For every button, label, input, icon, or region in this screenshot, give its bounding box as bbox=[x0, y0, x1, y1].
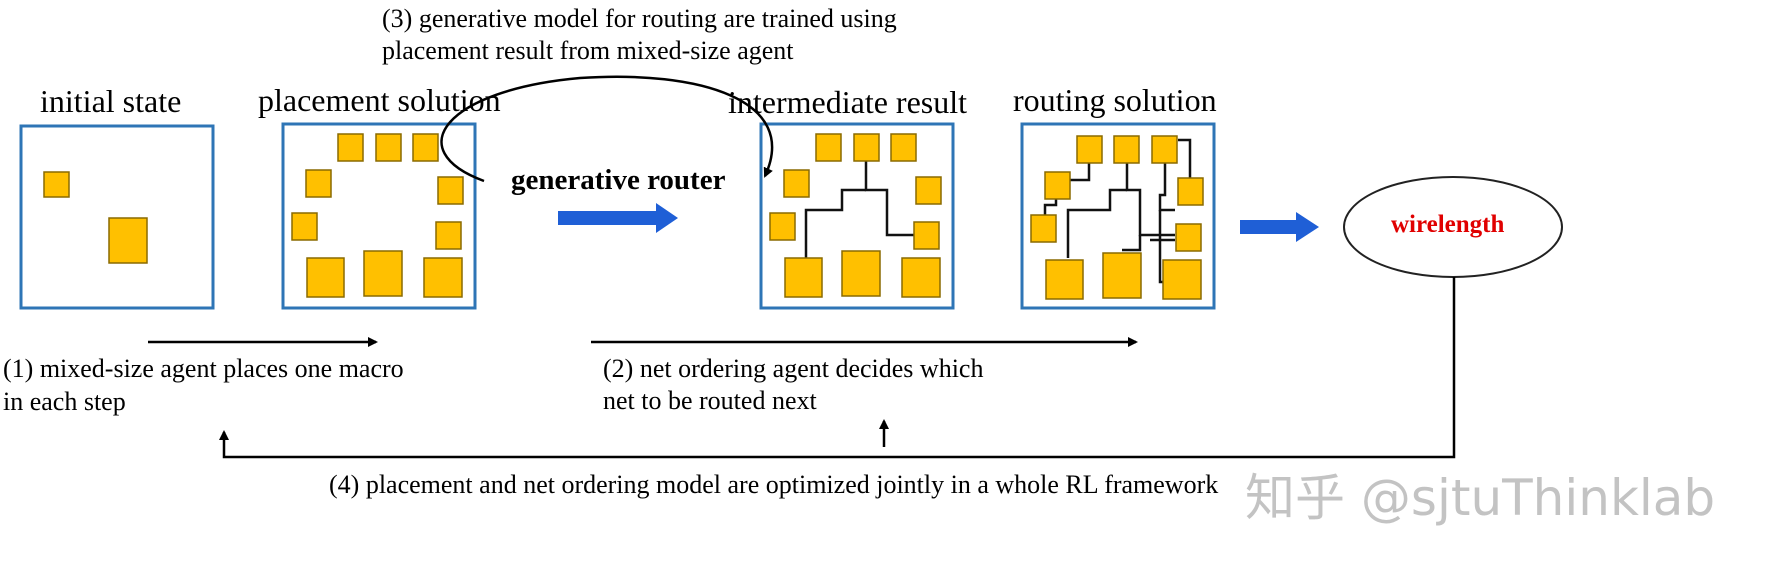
macro bbox=[769, 212, 796, 241]
placement-solution-frame bbox=[281, 122, 477, 310]
intermediate-result-frame bbox=[759, 122, 955, 310]
initial-macros bbox=[43, 171, 148, 264]
macro bbox=[1076, 135, 1103, 164]
routing-wires bbox=[1043, 138, 1192, 284]
macro bbox=[815, 133, 842, 162]
macro bbox=[915, 176, 942, 205]
metric-arrow-icon bbox=[1240, 212, 1319, 242]
macro bbox=[1177, 177, 1204, 206]
step3-note-line2: placement result from mixed-size agent bbox=[382, 36, 794, 65]
watermark: 知乎 @sjtuThinklab bbox=[1245, 469, 1716, 527]
macro bbox=[108, 217, 148, 264]
macro bbox=[1175, 223, 1202, 252]
training-curve-arrow bbox=[440, 75, 774, 183]
routing-solution-title: routing solution bbox=[1013, 82, 1217, 118]
macro bbox=[1044, 171, 1071, 200]
macro bbox=[363, 250, 403, 297]
macro bbox=[435, 221, 462, 250]
macro bbox=[853, 133, 880, 162]
step2-note-line2: net to be routed next bbox=[603, 386, 817, 415]
macro bbox=[1045, 259, 1084, 300]
macro bbox=[1030, 214, 1057, 243]
wirelength-label: wirelength bbox=[1391, 211, 1505, 238]
macro bbox=[1102, 252, 1142, 299]
generative-router-label: generative router bbox=[511, 164, 726, 196]
routing-macros bbox=[1030, 135, 1204, 300]
step2-note-line1: (2) net ordering agent decides which bbox=[603, 354, 984, 383]
step4-note: (4) placement and net ordering model are… bbox=[329, 470, 1219, 499]
macro bbox=[841, 250, 881, 297]
macro bbox=[412, 133, 439, 162]
macro bbox=[305, 169, 332, 198]
macro bbox=[890, 133, 917, 162]
intermediate-wires bbox=[804, 160, 915, 260]
placement-macros bbox=[291, 133, 464, 298]
step1-note-line2: in each step bbox=[3, 387, 126, 416]
initial-state-title: initial state bbox=[40, 83, 182, 119]
macro bbox=[783, 169, 810, 198]
macro bbox=[1151, 135, 1178, 164]
macro bbox=[784, 257, 823, 298]
intermediate-macros bbox=[769, 133, 942, 298]
macro bbox=[437, 176, 464, 205]
step1-note-line1: (1) mixed-size agent places one macro bbox=[3, 354, 404, 383]
feedback-loop-line bbox=[219, 277, 1456, 459]
initial-state-frame bbox=[19, 124, 215, 310]
macro bbox=[291, 212, 318, 241]
macro bbox=[337, 133, 364, 162]
placement-solution-title: placement solution bbox=[258, 82, 501, 118]
macro bbox=[1162, 259, 1202, 300]
macro bbox=[306, 257, 345, 298]
router-arrow-icon bbox=[558, 203, 678, 233]
macro bbox=[913, 221, 940, 250]
macro bbox=[423, 257, 463, 298]
macro bbox=[901, 257, 941, 298]
routing-solution-frame bbox=[1020, 122, 1216, 310]
step3-note-line1: (3) generative model for routing are tra… bbox=[382, 4, 897, 33]
macro bbox=[43, 171, 70, 198]
macro bbox=[1113, 135, 1140, 164]
intermediate-result-title: intermediate result bbox=[728, 84, 968, 120]
macro bbox=[375, 133, 402, 162]
